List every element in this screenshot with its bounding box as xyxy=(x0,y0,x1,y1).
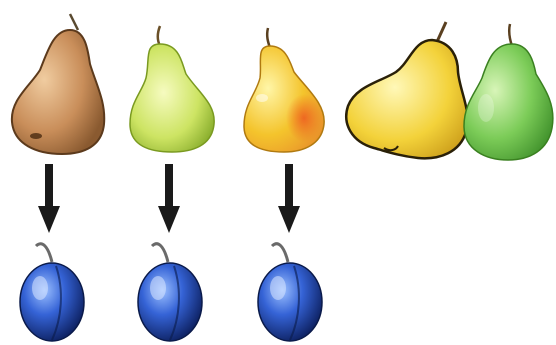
plum-1 xyxy=(20,244,84,341)
pear-light-green xyxy=(130,26,214,152)
pear-brown xyxy=(12,14,104,154)
arrow-3 xyxy=(278,164,300,233)
plum-3 xyxy=(258,244,322,341)
arrow-2 xyxy=(158,164,180,233)
pear-green xyxy=(464,24,553,160)
pear-yellow-tilted xyxy=(346,22,467,158)
plum-2 xyxy=(138,244,202,341)
arrow-1 xyxy=(38,164,60,233)
pear-yellow-orange xyxy=(244,28,324,152)
